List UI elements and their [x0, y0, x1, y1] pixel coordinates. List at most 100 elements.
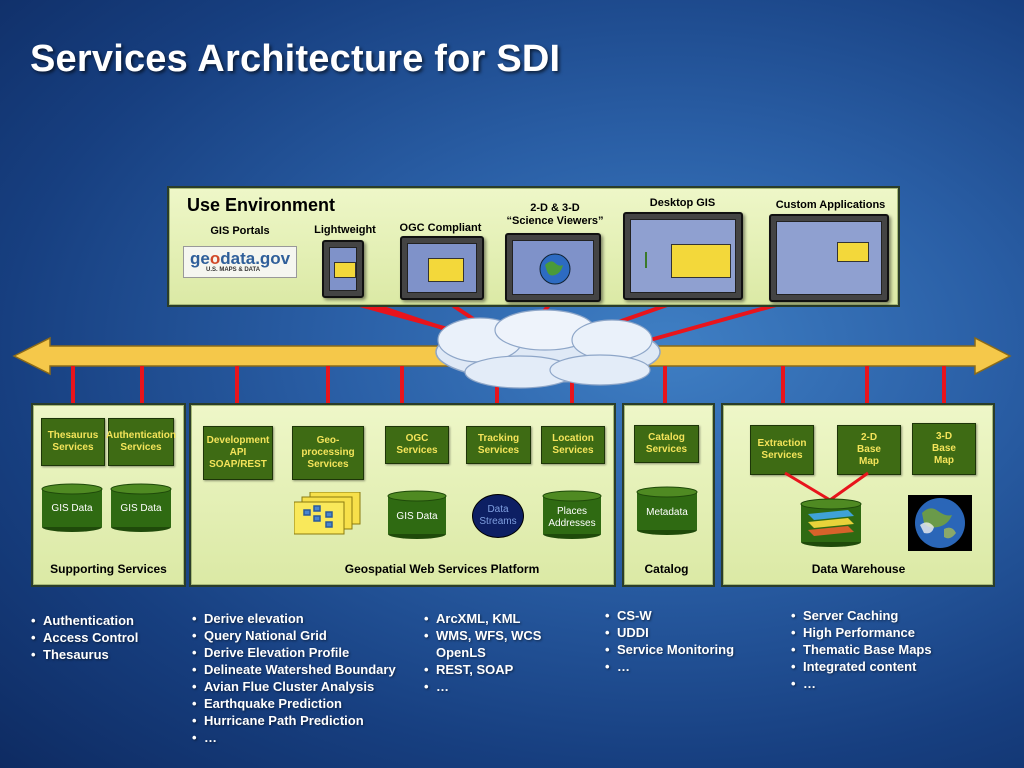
svc-line: Location	[552, 433, 594, 444]
bullet-item: Thesaurus	[29, 646, 189, 663]
cylinder-label: GIS Data	[396, 511, 438, 522]
svc-line: Services	[396, 445, 438, 456]
supporting-services-label: Supporting Services	[50, 562, 167, 576]
bullet-item: Derive elevation	[190, 610, 425, 627]
logo-subtext: U.S. MAPS & DATA	[206, 267, 261, 273]
warehouse-arrows	[784, 471, 869, 502]
client-label-custom-applications: Custom Applications	[775, 199, 886, 211]
catalog-label: Catalog	[644, 562, 689, 576]
bullet-item: High Performance	[789, 624, 989, 641]
svc-line: Base	[857, 444, 881, 455]
layered-data-icon	[800, 498, 862, 547]
bullet-item: Service Monitoring	[603, 641, 773, 658]
streams-label: Data	[487, 504, 509, 515]
supporting-bullets: Authentication Access Control Thesaurus	[29, 612, 189, 663]
data-streams-icon: Data Streams	[472, 494, 524, 538]
svc-line: Development	[206, 435, 270, 446]
client-label-ogc-compliant: OGC Compliant	[399, 222, 482, 234]
bullet-item: WMS, WFS, WCS OpenLS	[422, 627, 572, 661]
warehouse-bullets: Server Caching High Performance Thematic…	[789, 607, 989, 692]
svc-line: Services	[552, 445, 594, 456]
gis-data-cylinder: GIS Data	[41, 483, 103, 533]
svc-line: Tracking	[477, 433, 520, 444]
bullet-item: CS-W	[603, 607, 773, 624]
science-viewer-icon	[505, 233, 601, 302]
platform-bullets: Derive elevation Query National Grid Der…	[190, 610, 425, 746]
globe-icon	[539, 253, 571, 285]
svc-line: Services	[477, 445, 520, 456]
client-label-science-viewers-2: “Science Viewers”	[506, 215, 604, 227]
catalog-bullets: CS-W UDDI Service Monitoring …	[603, 607, 773, 675]
client-label-desktop-gis: Desktop GIS	[649, 197, 716, 209]
client-label-lightweight: Lightweight	[314, 224, 376, 236]
svc-line: Services	[120, 442, 162, 453]
workflow-model-icon	[294, 492, 361, 535]
geodata-logo: geodata.gov U.S. MAPS & DATA	[183, 246, 297, 278]
svc-line: Authentication	[106, 430, 176, 441]
svc-line: API	[229, 447, 247, 458]
logo-text: ge	[190, 249, 210, 268]
custom-app-icon	[769, 214, 889, 302]
lightweight-client-icon	[322, 240, 364, 298]
svc-line: Extraction	[757, 438, 807, 449]
cylinder-label: Addresses	[548, 518, 596, 529]
cloud-icon	[435, 309, 661, 389]
streams-label: Streams	[479, 516, 517, 527]
logo-text-o: o	[209, 249, 221, 268]
desktop-gis-icon	[623, 212, 743, 300]
bullet-item: Query National Grid	[190, 627, 425, 644]
bullet-item: Authentication	[29, 612, 189, 629]
bullet-item: Thematic Base Maps	[789, 641, 989, 658]
data-warehouse-label: Data Warehouse	[811, 562, 906, 576]
bullet-item: ArcXML, KML	[422, 610, 572, 627]
bullet-item: Avian Flue Cluster Analysis	[190, 678, 425, 695]
svc-line: 2-D	[860, 432, 878, 443]
svc-line: processing	[301, 447, 355, 458]
svc-line: Services	[307, 459, 349, 470]
logo-text-tail: data.gov	[220, 249, 291, 268]
bullet-item: …	[190, 729, 425, 746]
ogc-bullets: ArcXML, KML WMS, WFS, WCS OpenLS REST, S…	[422, 610, 572, 695]
ogc-client-icon	[400, 236, 484, 300]
bullet-item: UDDI	[603, 624, 773, 641]
bullet-item: …	[422, 678, 572, 695]
svc-line: Catalog	[648, 432, 685, 443]
client-label-science-viewers-1: 2-D & 3-D	[530, 202, 580, 214]
bullet-item: …	[789, 675, 989, 692]
svc-line: Map	[859, 456, 879, 467]
cylinder-label: GIS Data	[51, 503, 93, 514]
bullet-item: …	[603, 658, 773, 675]
earth-globe-icon	[908, 495, 972, 551]
bullet-item: Hurricane Path Prediction	[190, 712, 425, 729]
svc-line: Map	[934, 455, 954, 466]
bullet-item: Integrated content	[789, 658, 989, 675]
svc-line: SOAP/REST	[209, 459, 267, 470]
svc-line: 3-D	[935, 431, 953, 442]
cylinder-label: Places	[556, 506, 587, 517]
svc-line: Thesaurus	[47, 430, 99, 441]
svc-line: Geo-	[316, 435, 340, 446]
svc-line: Base	[932, 443, 956, 454]
page-title: Services Architecture for SDI	[30, 38, 561, 80]
bullet-item: Earthquake Prediction	[190, 695, 425, 712]
bullet-item: REST, SOAP	[422, 661, 572, 678]
svc-line: Services	[645, 444, 688, 455]
bullet-item: Derive Elevation Profile	[190, 644, 425, 661]
cylinder-label: Metadata	[646, 507, 688, 518]
client-label-gis-portals: GIS Portals	[210, 225, 270, 237]
bullet-item: Delineate Watershed Boundary	[190, 661, 425, 678]
bullet-item: Access Control	[29, 629, 189, 646]
cylinder-label: GIS Data	[120, 503, 162, 514]
use-environment-heading: Use Environment	[187, 195, 336, 215]
